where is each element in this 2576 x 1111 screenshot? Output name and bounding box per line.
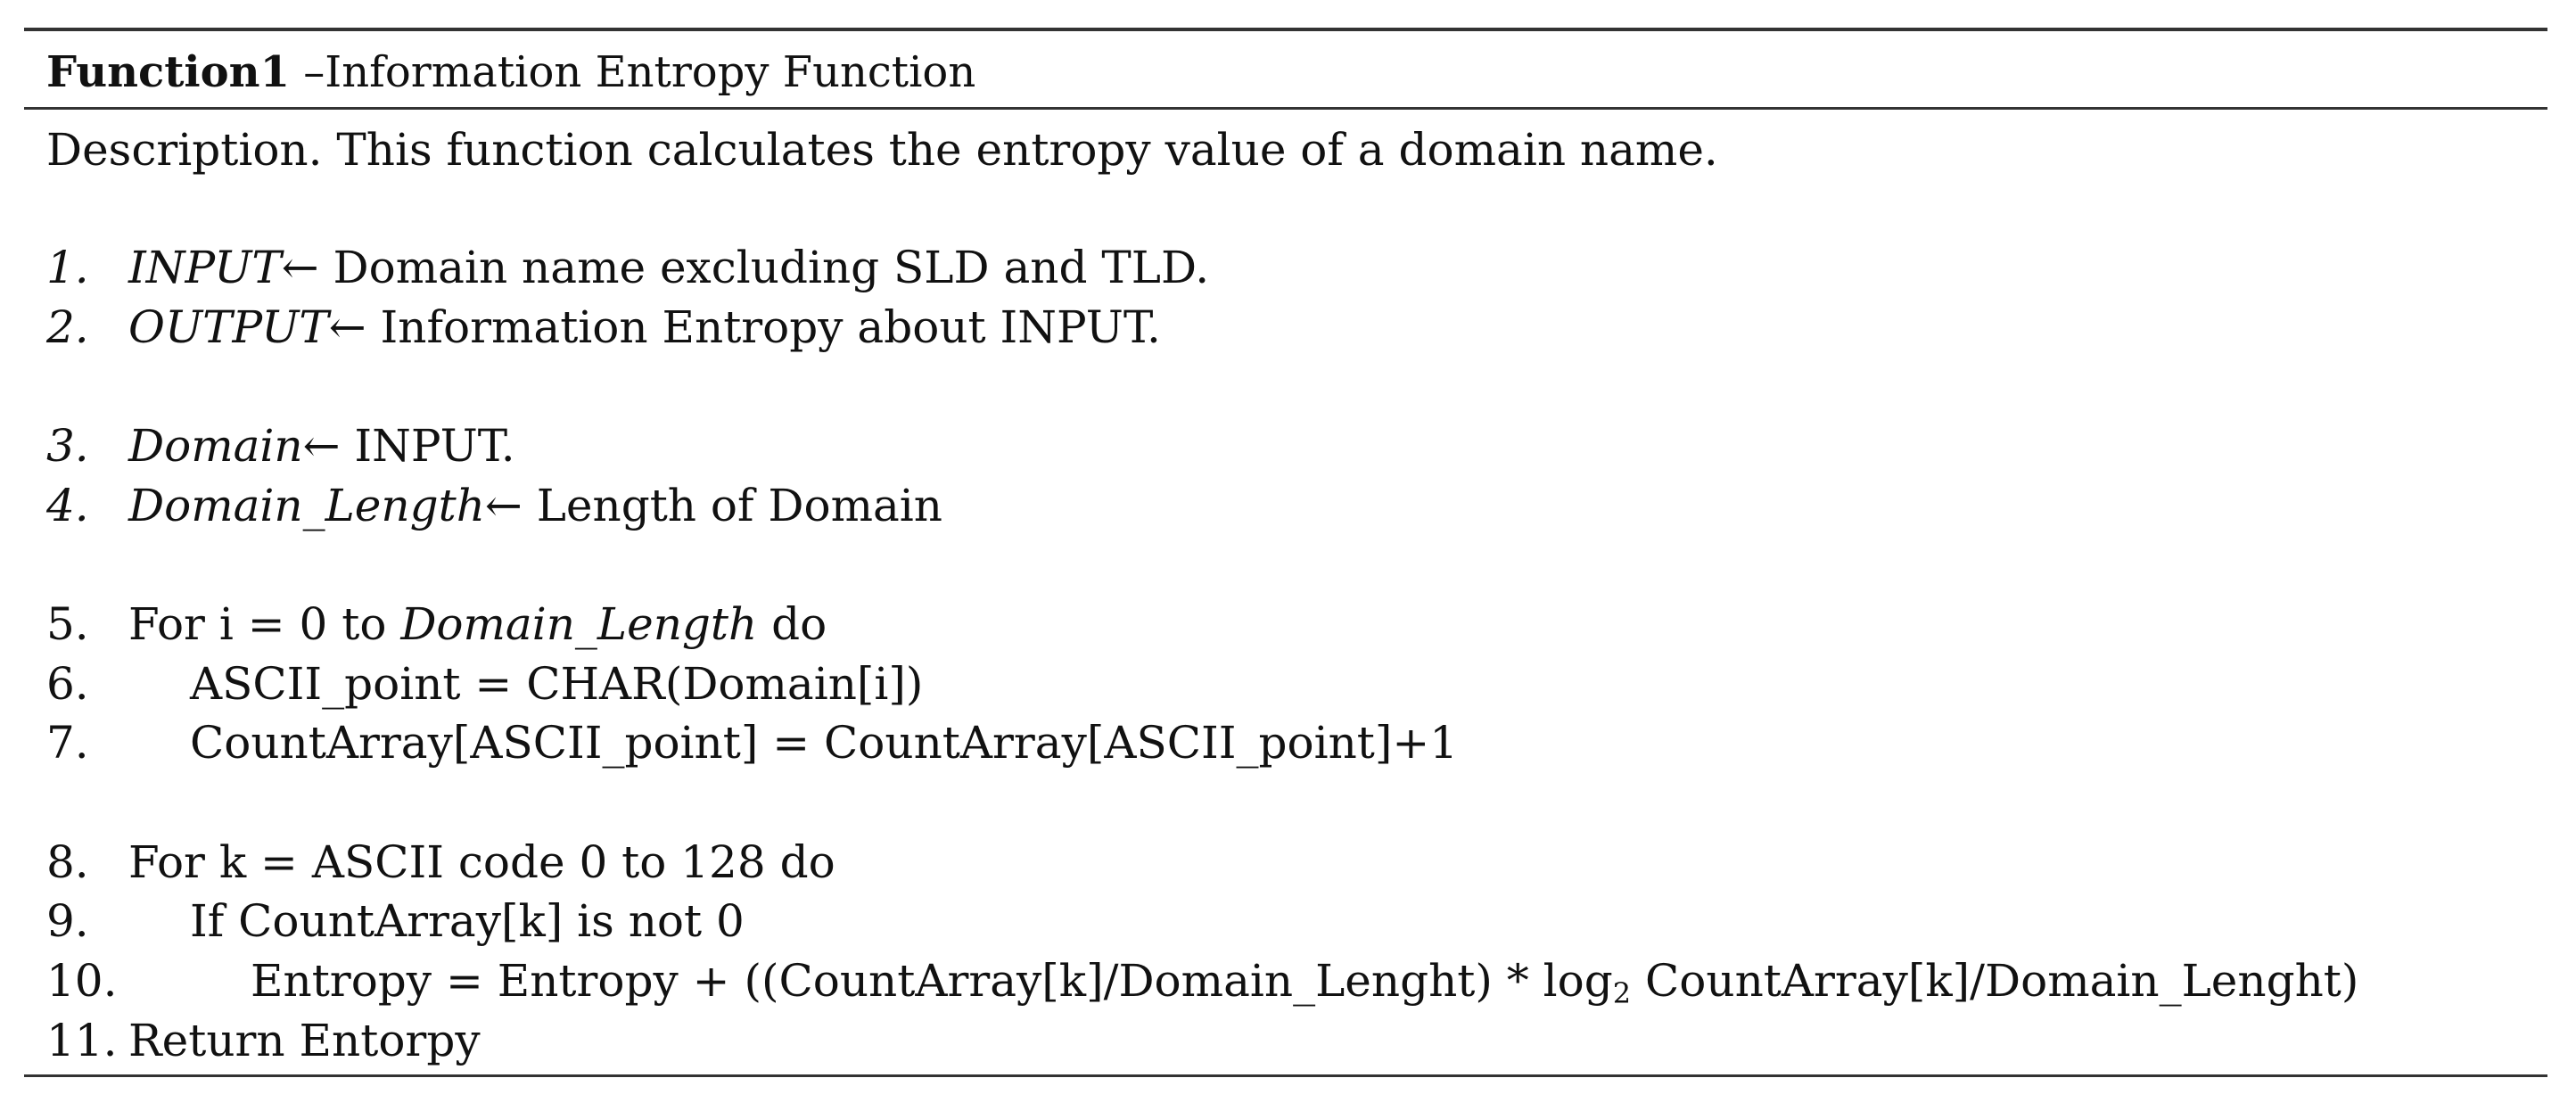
algorithm-line-3: 3. Domain← INPUT. [46,416,515,475]
line-number: 10. [46,955,118,1007]
line-number: 4. [46,480,89,531]
line-text: do [757,598,827,650]
line-text: ← INPUT. [302,420,515,472]
algorithm-line-7: 7. CountArray[ASCII_point] = CountArray[A… [46,713,1458,772]
algorithm-line-2: 2. OUTPUT← Information Entropy about INPU… [46,298,1161,357]
line-text: Return Entorpy [128,1015,481,1066]
line-number: 11. [46,1015,118,1066]
line-number: 8. [46,836,89,888]
algorithm-line-8: 8. For k = ASCII code 0 to 128 do [46,833,835,892]
algorithm-line-11: 11.Return Entorpy [46,1011,481,1070]
line-number: 9. [46,895,89,947]
line-number: 3. [46,420,89,472]
line-text: CountArray[ASCII_point] = CountArray[ASC… [190,717,1459,769]
bottom-rule [24,1074,2547,1077]
line-text-pre: Entropy = Entropy + ((CountArray[k]/Doma… [251,955,1613,1007]
algorithm-line-6: 6. ASCII_point = CHAR(Domain[i]) [46,654,923,713]
algorithm-line-10: 10. Entropy = Entropy + ((CountArray[k]/D… [46,951,2358,1010]
algorithm-line-4: 4. Domain_Length← Length of Domain [46,476,942,535]
line-text: ASCII_point = CHAR(Domain[i]) [190,658,924,710]
line-number: 7. [46,717,89,769]
line-term: OUTPUT [128,301,329,353]
line-text: ← Information Entropy about INPUT. [328,301,1161,353]
line-number: 1. [46,242,89,293]
line-term: Domain_Length [128,480,485,531]
line-term: Domain [128,420,303,472]
line-text: ← Domain name excluding SLD and TLD. [281,242,1210,293]
line-number: 2. [46,301,89,353]
line-text: If CountArray[k] is not 0 [190,895,745,947]
line-text: ← Length of Domain [484,480,942,531]
function-title-bold: Function1 [46,47,290,97]
function-title: Function1 –Information Entropy Function [46,43,975,102]
algorithm-line-1: 1. INPUT← Domain name excluding SLD and T… [46,238,1209,297]
line-text: CountArray[k]/Domain_Lenght) [1631,955,2359,1007]
function-title-rest: –Information Entropy Function [289,47,976,97]
line-term: INPUT [128,242,282,293]
log-base-subscript: 2 [1612,976,1632,1010]
line-text-pre: For i = 0 to [128,598,401,650]
line-number: 6. [46,658,89,710]
algorithm-line-5: 5. For i = 0 to Domain_Length do [46,595,827,654]
line-text: For k = ASCII code 0 to 128 do [128,836,835,888]
line-number: 5. [46,598,89,650]
algorithm-line-9: 9. If CountArray[k] is not 0 [46,892,745,951]
line-term: Domain_Length [400,598,758,650]
function-description: Description. This function calculates th… [46,124,1718,176]
top-rule [24,28,2547,31]
header-rule [24,107,2547,110]
